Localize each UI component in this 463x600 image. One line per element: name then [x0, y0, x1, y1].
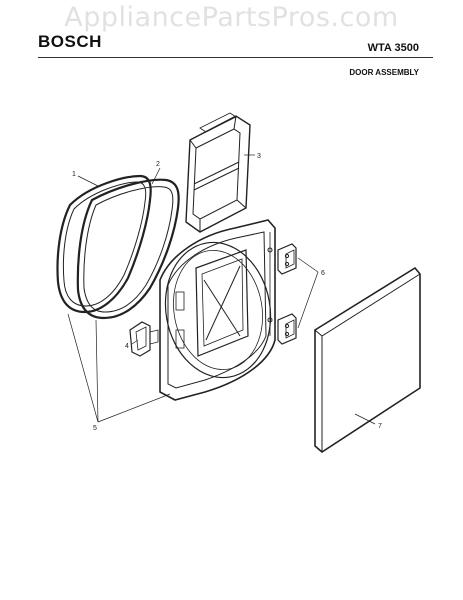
callout-1: 1 [72, 171, 76, 178]
callout-3: 3 [257, 153, 261, 160]
leader-lines [67, 154, 376, 425]
part-2-inner-gasket [76, 178, 180, 320]
model-number: WTA 3500 [367, 42, 419, 54]
callout-6: 6 [321, 270, 325, 277]
part-5-door-frame [159, 219, 276, 401]
callout-7: 7 [378, 423, 382, 430]
callout-2: 2 [156, 161, 160, 168]
part-1-outer-gasket [56, 174, 152, 314]
part-4-door-latch [129, 321, 159, 357]
part-3-window-frame [185, 112, 251, 233]
header-rule [38, 57, 433, 58]
callout-5: 5 [93, 425, 97, 432]
part-6-hinge-upper [277, 243, 297, 275]
callout-4: 4 [125, 343, 129, 350]
part-6-hinge-lower [277, 313, 297, 345]
brand-logo: BOSCH [38, 32, 102, 51]
watermark: AppliancePartsPros.com [64, 2, 399, 33]
part-7-door-panel [314, 266, 421, 453]
section-title: DOOR ASSEMBLY [349, 68, 419, 77]
